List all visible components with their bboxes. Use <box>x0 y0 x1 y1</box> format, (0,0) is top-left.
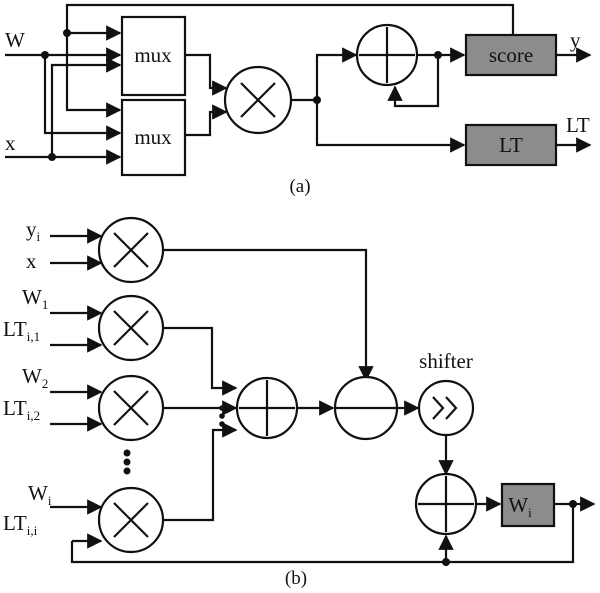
wire-fb-to-mux2 <box>65 33 122 118</box>
wire-accum-loop <box>387 55 440 108</box>
times-symbol-b1 <box>113 232 149 268</box>
times-symbol-b4 <box>113 502 149 538</box>
times-symbol-a <box>240 82 276 118</box>
part-b: yi x W1 LTi,1 W2 LTi,2 Wi LTi,i <box>3 216 596 589</box>
wire-x-to-mux1 <box>50 57 122 157</box>
ellipsis-dot-2 <box>123 458 131 466</box>
input-ellipsis-dot-3 <box>219 421 225 427</box>
input-x-label: x <box>5 131 16 155</box>
wi-register-label: Wi <box>508 493 532 520</box>
caption-a: (a) <box>289 176 310 197</box>
mux-bottom-label: mux <box>134 125 172 149</box>
label-w2: W2 <box>22 364 48 391</box>
input-w-label: W <box>5 28 25 52</box>
label-w2-sub: 2 <box>42 376 49 391</box>
output-lt-label: LT <box>566 113 590 137</box>
wire-score-feedback <box>65 3 515 35</box>
label-w1: W1 <box>22 285 48 312</box>
times-symbol-b2 <box>113 310 149 346</box>
label-ltii-base: LT <box>3 511 27 535</box>
shift-right-symbol <box>432 396 458 420</box>
wire-mux2-out <box>185 104 228 137</box>
score-label: score <box>489 43 533 67</box>
wire-to-adder-a <box>315 47 358 100</box>
label-wi-base: W <box>28 481 48 505</box>
label-w2-base: W <box>22 364 42 388</box>
wire-wi-to-sum <box>163 422 238 522</box>
label-ltii-sub: i,i <box>27 523 38 538</box>
wire-mux1-out <box>185 53 228 96</box>
shifter-label: shifter <box>419 349 473 373</box>
shifter <box>417 379 475 437</box>
label-wi-sub: i <box>48 493 52 508</box>
plus-symbol-update <box>418 476 474 532</box>
label-yi-base: y <box>26 217 37 241</box>
label-lti1: LTi,1 <box>3 317 40 344</box>
wire-to-lt <box>315 100 466 153</box>
lt-block-label: LT <box>499 133 523 157</box>
part-a: mux mux score LT W x y LT (a) <box>5 3 592 197</box>
wi-register-base: W <box>508 493 528 517</box>
label-yi-sub: i <box>37 229 41 244</box>
ellipsis-dot-3 <box>123 467 131 475</box>
label-lti1-sub: i,1 <box>27 329 40 344</box>
label-yi: yi <box>26 217 41 244</box>
times-symbol-b3 <box>113 390 149 426</box>
wire-wi-feedback <box>70 504 575 564</box>
mux-top-box <box>120 15 187 97</box>
wi-register-sub: i <box>528 505 532 520</box>
input-ellipsis-dot-1 <box>219 405 225 411</box>
plus-symbol-a <box>359 27 415 83</box>
output-y-label: y <box>570 28 581 52</box>
label-w1-sub: 1 <box>42 297 49 312</box>
label-lti2: LTi,2 <box>3 396 40 423</box>
label-lti2-sub: i,2 <box>27 408 40 423</box>
wire-w-to-mux2 <box>43 55 122 141</box>
label-w1-base: W <box>22 285 42 309</box>
label-ltii: LTi,i <box>3 511 38 538</box>
input-ellipsis-dot-2 <box>219 413 225 419</box>
wire-w1-to-sum <box>163 326 238 396</box>
caption-b: (b) <box>285 568 307 589</box>
mux-top-label: mux <box>134 43 172 67</box>
plus-symbol-sum <box>239 380 295 436</box>
label-lti2-base: LT <box>3 396 27 420</box>
mux-bottom-box <box>120 98 187 177</box>
ellipsis-dot-1 <box>123 449 131 457</box>
label-x-b: x <box>26 249 37 273</box>
label-lti1-base: LT <box>3 317 27 341</box>
label-wi: Wi <box>28 481 52 508</box>
wire-yix-to-sub <box>163 248 374 382</box>
score-register <box>464 33 558 77</box>
